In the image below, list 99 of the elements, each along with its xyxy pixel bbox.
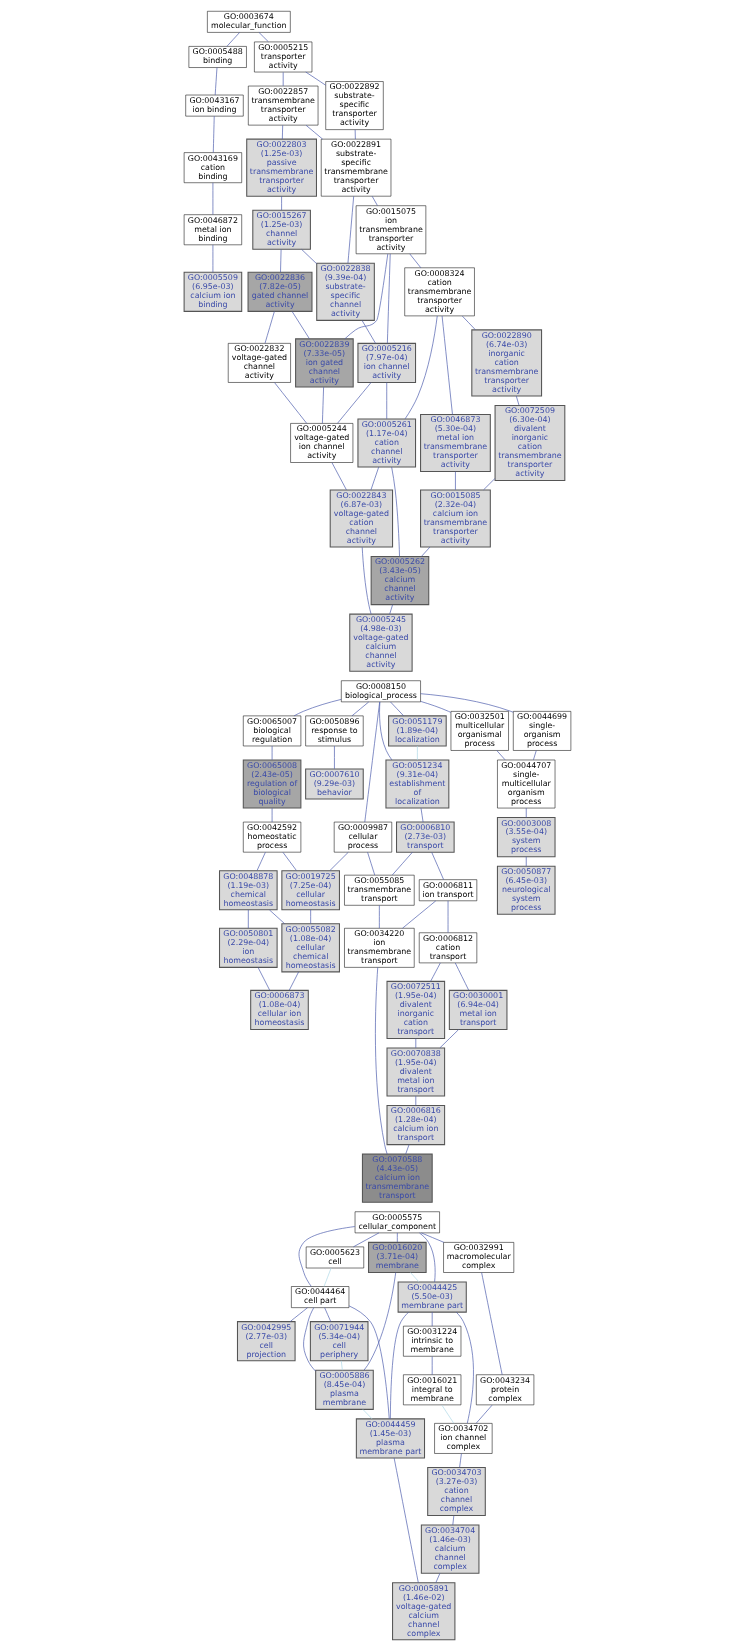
connector [273, 382, 307, 424]
connector [389, 1311, 409, 1419]
connector [414, 1095, 416, 1106]
connector [352, 1232, 379, 1248]
connector [323, 1307, 331, 1322]
connector [362, 1409, 372, 1420]
connector [532, 750, 537, 761]
connector [280, 195, 282, 211]
connector [271, 745, 272, 761]
connector [258, 32, 269, 43]
connector [378, 904, 380, 929]
connector [291, 311, 310, 340]
connector [279, 249, 281, 273]
connector [391, 851, 413, 876]
connector [336, 382, 371, 424]
connector [404, 315, 438, 420]
connector [288, 971, 299, 991]
connector [435, 1572, 440, 1583]
connector [431, 1311, 433, 1327]
connector [321, 386, 324, 424]
connector [300, 249, 317, 265]
connector [370, 466, 379, 491]
connector [256, 851, 266, 871]
connector [401, 900, 436, 929]
connector [366, 851, 375, 876]
connector [451, 1515, 454, 1526]
connector [264, 311, 275, 344]
connector [515, 395, 519, 406]
connector [344, 253, 388, 340]
connector [271, 807, 272, 823]
connector [396, 1232, 398, 1243]
connector [304, 71, 326, 86]
connector [374, 967, 388, 1155]
connector [404, 1144, 409, 1155]
connector [475, 1404, 492, 1424]
connector [257, 967, 270, 991]
connector [281, 124, 283, 140]
connector [420, 807, 423, 823]
connector [429, 962, 441, 982]
connector [408, 253, 421, 269]
connector [323, 1267, 331, 1287]
connector [247, 909, 249, 929]
connector [388, 604, 393, 615]
connector [525, 856, 527, 867]
connector [454, 962, 469, 991]
connector [393, 1457, 419, 1583]
connector [419, 701, 451, 713]
connector [329, 851, 349, 871]
connector [354, 129, 356, 140]
connector [455, 1311, 474, 1424]
connector [420, 546, 430, 557]
connector [390, 466, 400, 557]
connector [361, 320, 376, 344]
connector [305, 124, 323, 140]
connector [282, 851, 297, 871]
connector [441, 1404, 454, 1424]
connector [458, 1453, 462, 1468]
connector [495, 750, 505, 761]
connector [212, 115, 215, 153]
connector [340, 1360, 343, 1371]
connector [482, 478, 495, 491]
connector [439, 1029, 459, 1049]
connector [378, 701, 392, 761]
connector [461, 315, 476, 330]
connector [409, 1272, 419, 1283]
connector [351, 701, 369, 717]
connector [347, 195, 354, 264]
connector [371, 195, 378, 206]
connector [431, 1356, 433, 1375]
connector [441, 315, 453, 415]
connector [419, 693, 514, 713]
connector [361, 546, 371, 615]
connector [302, 1307, 316, 1372]
connector [214, 67, 217, 96]
connector [268, 909, 285, 924]
connector [309, 909, 311, 924]
connector [447, 900, 448, 933]
connector [331, 462, 347, 491]
connector [480, 1272, 502, 1375]
connector [414, 1038, 416, 1049]
connector [418, 1232, 435, 1283]
connector [333, 745, 335, 770]
connector [385, 382, 387, 420]
connector [389, 701, 404, 717]
connector [525, 807, 527, 818]
connector [282, 71, 284, 87]
connector [348, 1305, 390, 1420]
connector [420, 1232, 444, 1243]
connector [212, 182, 213, 215]
connector [430, 851, 444, 880]
connector [289, 1307, 308, 1322]
connector [363, 1272, 396, 1371]
connector [386, 253, 391, 344]
connector [454, 471, 456, 491]
connector [298, 1226, 355, 1287]
connector [416, 745, 418, 761]
connector [293, 699, 342, 717]
connector [226, 32, 240, 47]
connector [212, 244, 213, 273]
